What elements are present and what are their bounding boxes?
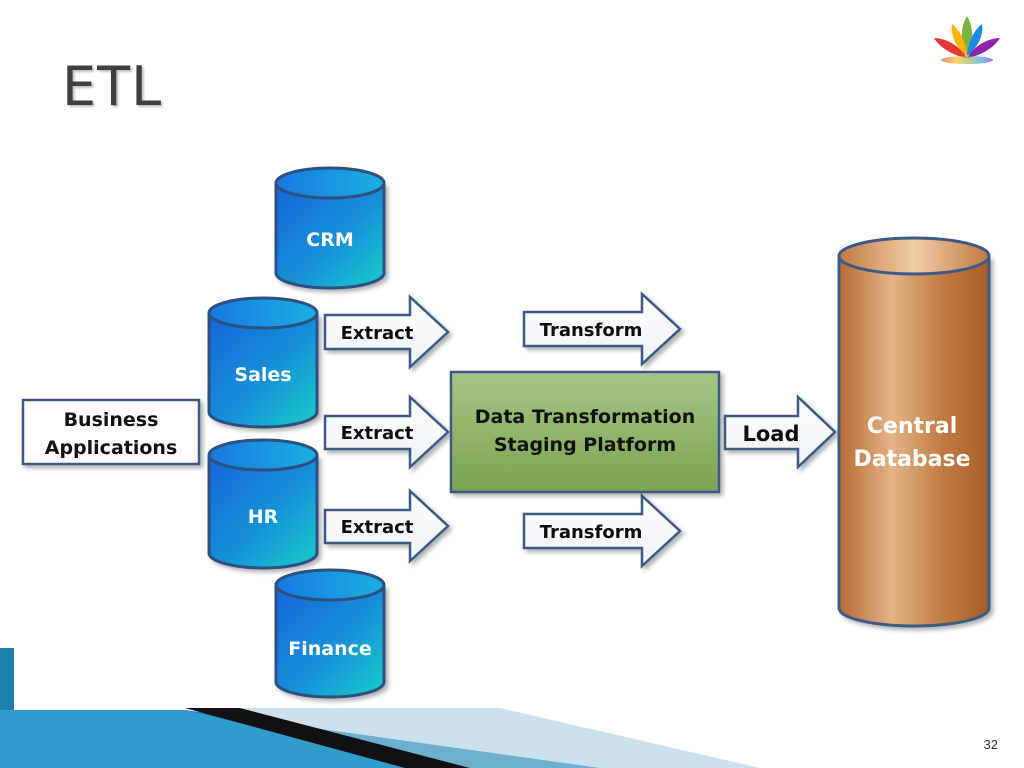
business-applications-box: Business Applications [21,398,201,466]
database-finance: Finance [274,568,386,699]
extract-arrow-2: Extract [323,394,450,470]
central-db-line-2: Database [853,447,970,472]
business-applications-line-2: Applications [45,437,178,459]
database-label-sales: Sales [234,364,291,386]
central-database: Central Database [837,236,991,628]
central-db-line-1: Central [867,414,957,439]
database-hr: HR [207,438,319,570]
transform-arrow-top: Transform [522,291,682,367]
database-crm: CRM [274,166,386,290]
business-applications-line-1: Business [64,409,159,431]
transform-label-bottom: Transform [540,522,643,543]
database-label-crm: CRM [306,229,353,251]
transform-label-top: Transform [540,320,643,341]
staging-line-2: Staging Platform [494,434,676,456]
staging-platform-box: Data Transformation Staging Platform [449,370,721,494]
transform-arrow-bottom: Transform [522,493,682,569]
extract-label-2: Extract [341,423,414,444]
staging-line-1: Data Transformation [475,406,696,428]
bottom-decor-band [0,648,760,768]
extract-label-1: Extract [341,323,414,344]
load-arrow: Load [723,394,837,470]
page-number: 32 [983,737,998,752]
database-label-hr: HR [248,506,279,528]
load-label: Load [742,422,799,446]
extract-arrow-3: Extract [323,488,450,564]
lotus-logo-icon [934,16,1000,64]
extract-arrow-1: Extract [323,294,450,370]
extract-label-3: Extract [341,517,414,538]
slide-title: ETL [62,55,163,118]
database-sales: Sales [207,296,319,429]
database-label-finance: Finance [288,638,372,660]
